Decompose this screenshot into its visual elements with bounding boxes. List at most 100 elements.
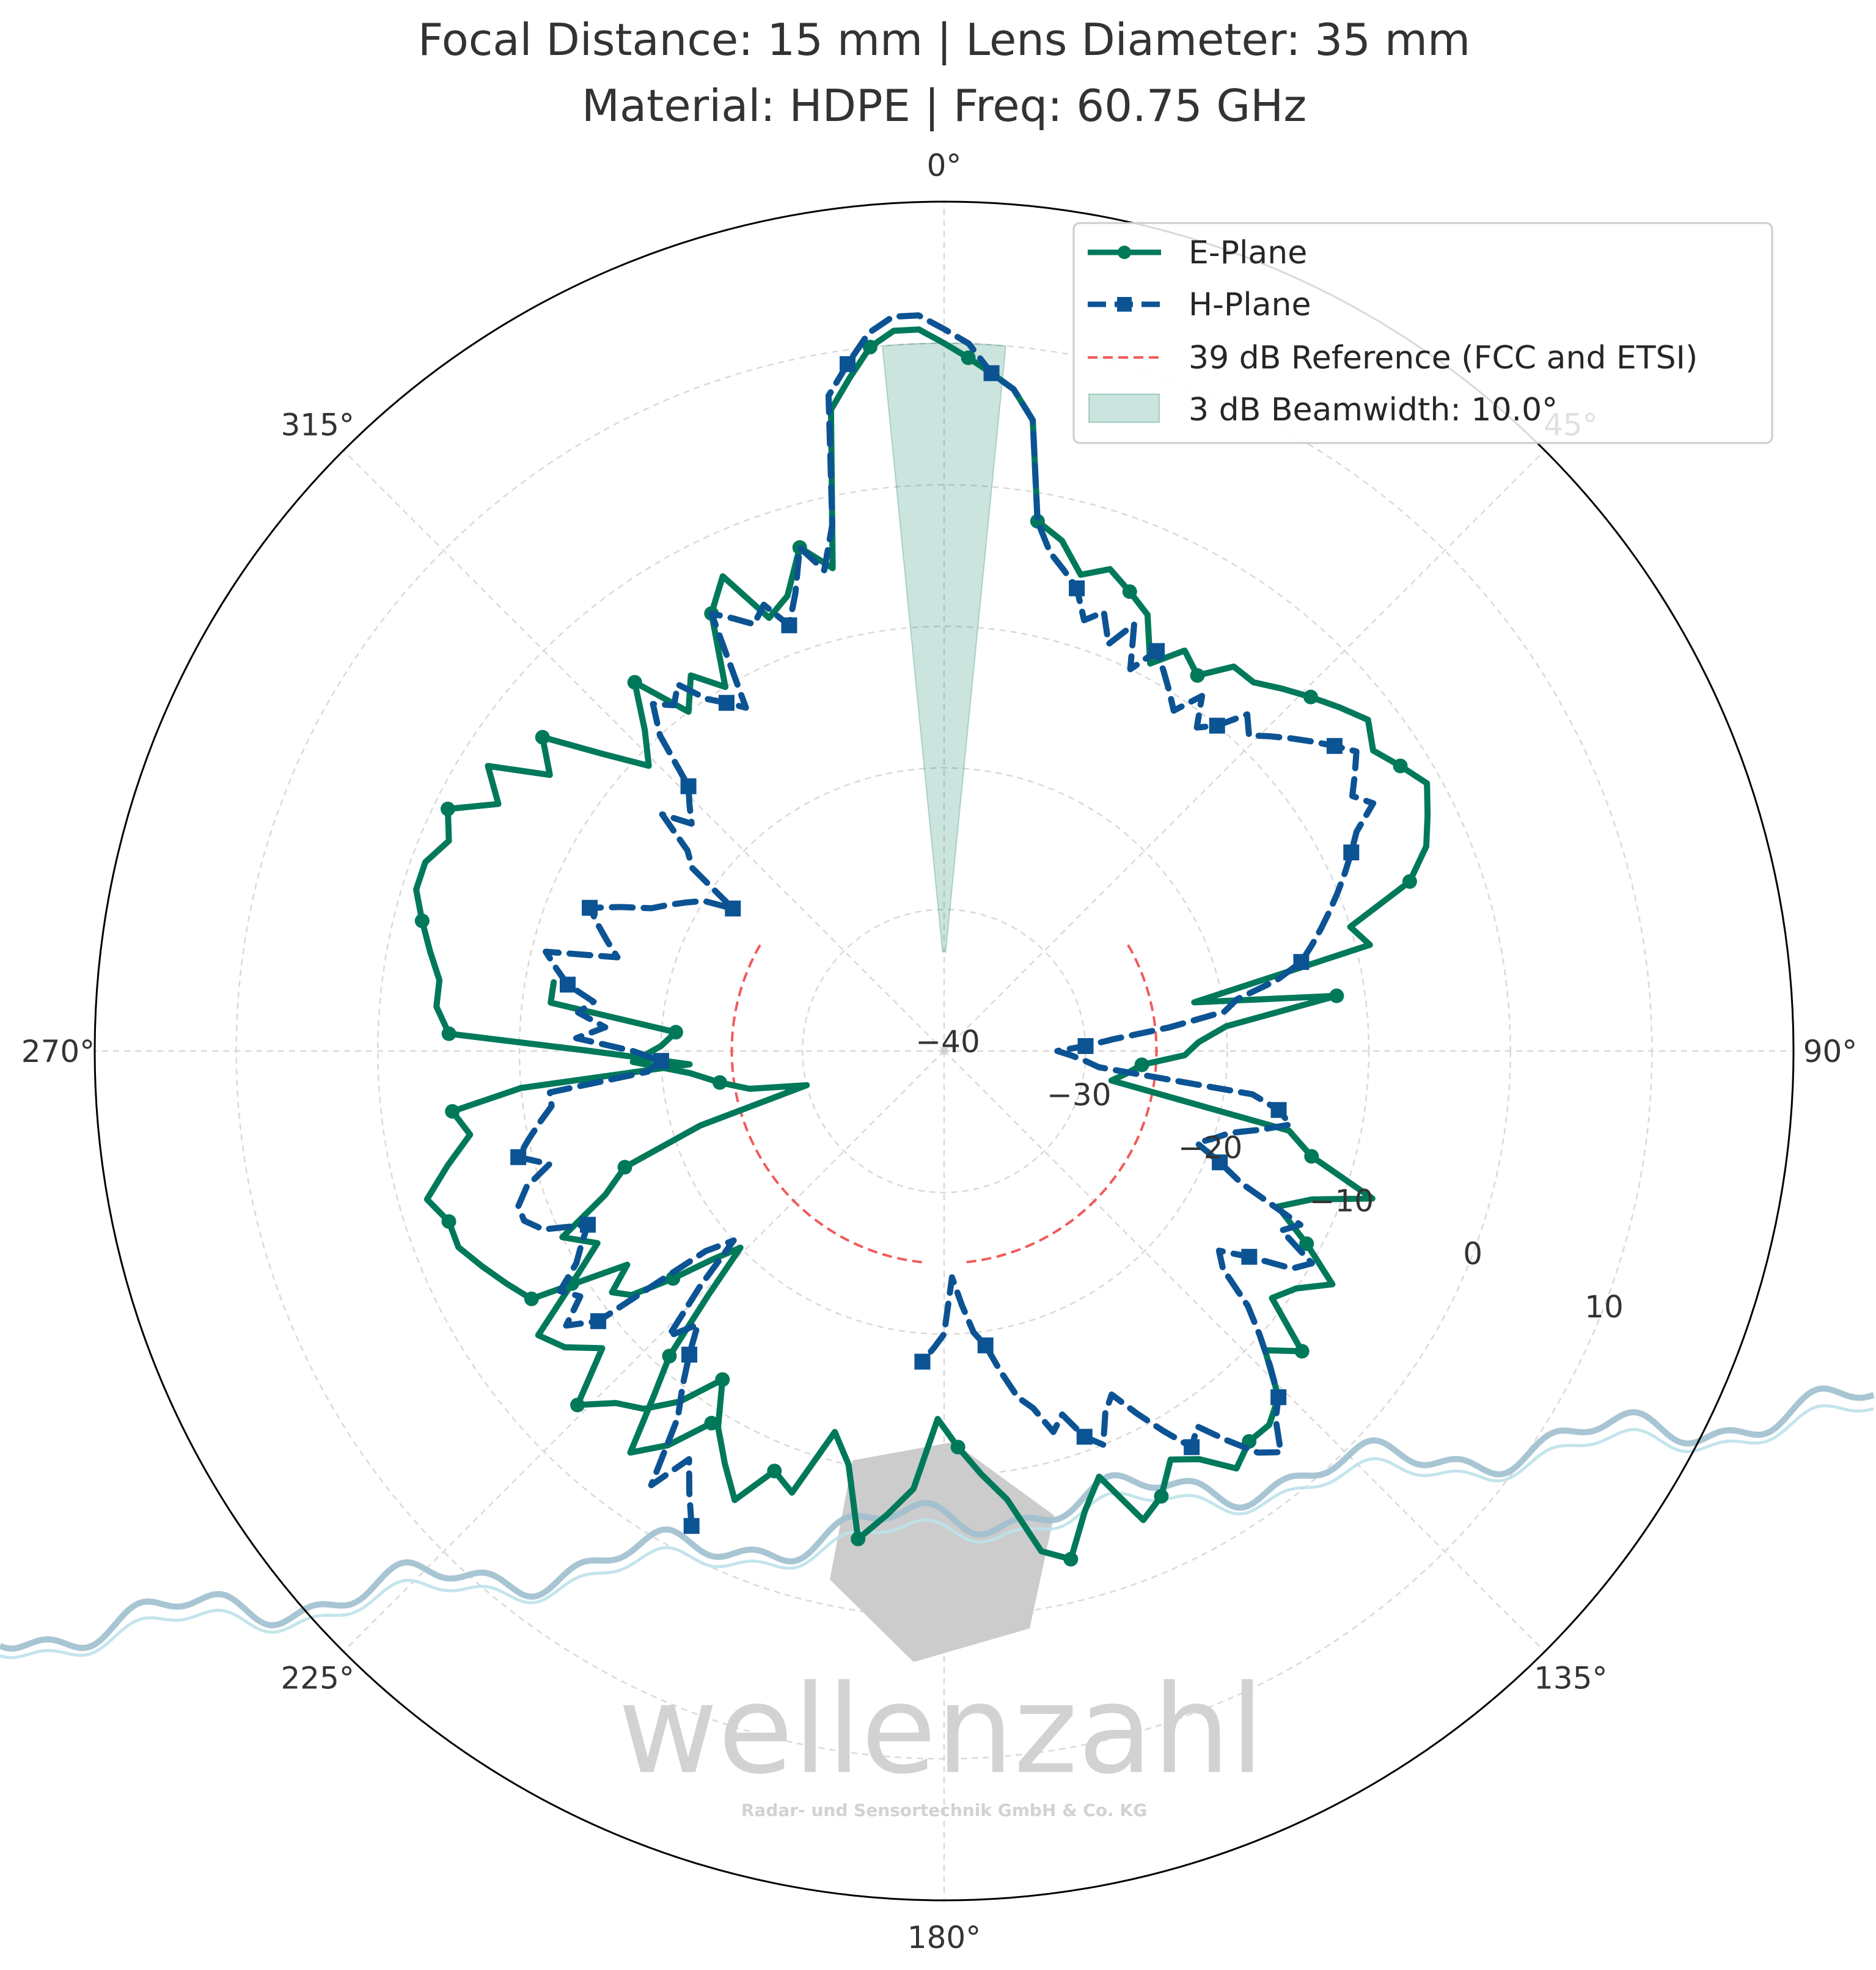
data-point — [445, 1104, 460, 1119]
reference-line-arc — [966, 944, 1158, 1264]
legend-entry-reference: 39 dB Reference (FCC and ETSI) — [1088, 340, 1698, 376]
data-point — [1209, 717, 1225, 734]
reference-line-group — [730, 944, 1158, 1264]
angle-tick-label: 270° — [21, 1034, 95, 1069]
data-point — [570, 1397, 585, 1413]
radial-tick-label: −10 — [1310, 1183, 1374, 1218]
chart-title-line-2: Material: HDPE | Freq: 60.75 GHz — [582, 80, 1306, 132]
data-point — [725, 900, 741, 917]
radial-tick-label: −30 — [1047, 1077, 1112, 1113]
data-point — [767, 1463, 782, 1479]
angle-tick-label: 225° — [280, 1660, 354, 1696]
radial-tick-label: 0 — [1463, 1236, 1482, 1272]
data-point — [851, 1531, 866, 1547]
data-point — [524, 1291, 539, 1306]
series-line — [413, 326, 1431, 1562]
data-point — [582, 899, 598, 916]
data-point — [1393, 758, 1408, 774]
data-point — [1076, 1429, 1093, 1445]
series-h-plane — [510, 312, 1377, 1534]
data-point — [715, 1372, 730, 1387]
polar-center — [940, 1047, 948, 1055]
data-point — [977, 1337, 994, 1353]
angular-gridline — [343, 1050, 945, 1652]
data-point — [683, 1518, 700, 1534]
legend-label-h-plane: H-Plane — [1189, 287, 1311, 323]
data-point — [712, 1075, 727, 1090]
legend-entry-h-plane: H-Plane — [1088, 287, 1311, 323]
data-point — [1343, 844, 1360, 861]
data-point — [1304, 1149, 1319, 1164]
data-point — [950, 1440, 965, 1455]
data-point — [1303, 689, 1318, 705]
data-point — [1184, 1439, 1200, 1456]
data-point — [1149, 643, 1165, 659]
radial-tick-label: −20 — [1178, 1130, 1243, 1166]
beamwidth-region — [881, 342, 1007, 953]
legend-label-e-plane: E-Plane — [1189, 235, 1307, 271]
data-point — [1329, 988, 1344, 1003]
data-point — [1030, 514, 1045, 529]
angle-tick-label: 0° — [927, 148, 962, 183]
data-point — [704, 1416, 719, 1431]
legend: E-Plane H-Plane 39 dB Reference (FCC and… — [1072, 222, 1773, 444]
series-e-plane — [413, 326, 1431, 1567]
data-point — [662, 1349, 677, 1364]
data-point — [681, 1346, 698, 1363]
radial-tick-label: 10 — [1585, 1289, 1624, 1325]
angular-gridline — [343, 450, 945, 1052]
legend-label-reference: 39 dB Reference (FCC and ETSI) — [1189, 340, 1698, 376]
data-point — [441, 1214, 456, 1229]
data-point — [1293, 954, 1310, 970]
beamwidth-wedge — [881, 342, 1007, 953]
angular-gridline — [943, 1050, 1545, 1652]
data-point — [1270, 1389, 1287, 1405]
data-point — [617, 1160, 632, 1175]
angle-tick-label: 180° — [907, 1920, 981, 1955]
data-point — [1190, 668, 1205, 683]
data-point — [1134, 1057, 1149, 1072]
radial-gridline — [518, 625, 1370, 1477]
data-point — [1212, 1154, 1228, 1171]
data-point — [983, 365, 1000, 381]
logo-wave — [0, 1404, 1874, 1660]
legend-entry-e-plane: E-Plane — [1088, 235, 1307, 271]
data-point — [653, 1053, 669, 1069]
angle-tick-label: 90° — [1803, 1034, 1858, 1069]
angular-gridline — [943, 450, 1545, 1052]
polar-frame — [93, 200, 1795, 1902]
legend-marker-e-plane — [1118, 246, 1131, 259]
data-point — [1069, 580, 1085, 596]
logo-hexagon — [830, 1442, 1054, 1662]
data-point — [510, 1149, 527, 1165]
data-point — [1326, 738, 1343, 754]
data-point — [781, 617, 797, 634]
data-point — [590, 1313, 607, 1330]
legend-box — [1072, 222, 1773, 444]
chart-title-line-1: Focal Distance: 15 mm | Lens Diameter: 3… — [418, 14, 1470, 66]
data-point — [1154, 1488, 1169, 1504]
data-point — [627, 675, 642, 690]
data-point — [440, 801, 455, 816]
series-group — [413, 312, 1431, 1567]
data-point — [414, 914, 430, 929]
data-point — [1077, 1038, 1094, 1054]
legend-label-beamwidth: 3 dB Beamwidth: 10.0° — [1189, 392, 1558, 428]
data-point — [718, 695, 735, 711]
reference-line-arc — [730, 944, 922, 1264]
data-point — [441, 1026, 456, 1041]
logo-wave — [0, 1385, 1875, 1652]
data-point — [535, 730, 550, 745]
data-point — [1241, 1248, 1258, 1265]
data-point — [1299, 1236, 1314, 1251]
legend-entry-beamwidth: 3 dB Beamwidth: 10.0° — [1088, 392, 1558, 428]
data-point — [961, 350, 976, 365]
legend-swatch-beamwidth — [1088, 394, 1160, 423]
logo-tagline: Radar- und Sensortechnik GmbH & Co. KG — [741, 1800, 1147, 1820]
data-point — [1270, 1102, 1287, 1118]
data-point — [1294, 1344, 1310, 1359]
angle-tick-label: 315° — [280, 408, 354, 443]
